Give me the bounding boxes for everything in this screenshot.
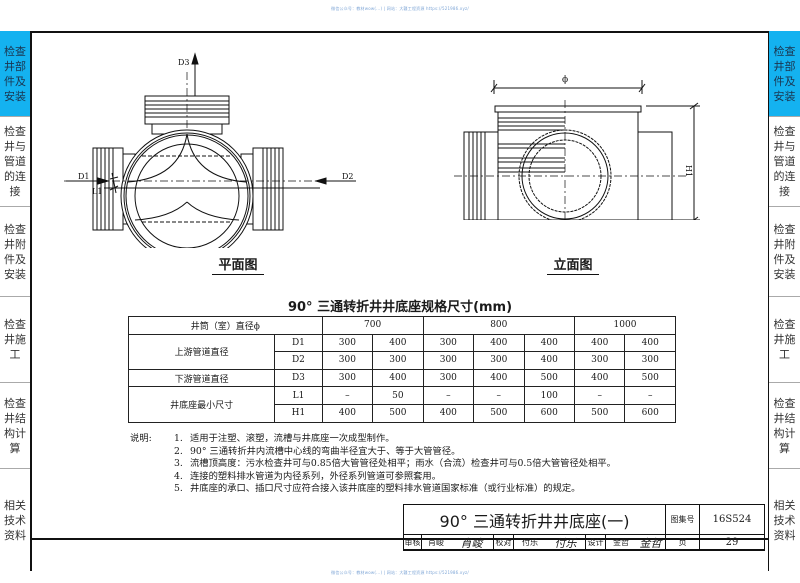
side-nav-left: 检查井部件及安装 检查井与管道的连接 检查井附件及安装 检查井施工 检查井结构计… — [0, 31, 32, 571]
review-name: 肖峻 — [428, 538, 444, 547]
plan-view-label: 平面图 — [212, 254, 264, 275]
svg-text:D1: D1 — [78, 172, 90, 181]
side-tab-accessories[interactable]: 检查井附件及安装 — [769, 207, 800, 297]
note-item: 适用于注塑、滚塑，流槽与井底座一次成型制作。 — [190, 433, 395, 444]
side-tab-components[interactable]: 检查井部件及安装 — [0, 31, 30, 117]
notes-label: 说明: — [130, 433, 152, 444]
note-item: 连接的塑料排水管道为内径系列，外径系列管道可参照套用。 — [190, 470, 442, 482]
watermark-top: 微信公众号：教材wow(...) | 网站：大疆工程资源 https://521… — [331, 6, 469, 11]
table-row: 井底座最小尺寸 L1 –50 ––100 –– — [127, 386, 676, 423]
note-item: 90° 三通转折井内流槽中心线的弯曲半径宜大于、等于大管管径。 — [190, 445, 461, 457]
elevation-view-label: 立面图 — [547, 254, 599, 275]
group-800: 800 — [422, 316, 575, 335]
review-signature: 肖峻 — [450, 535, 494, 550]
svg-text:L1: L1 — [92, 187, 102, 196]
side-tab-tech-docs[interactable]: 相关技术资料 — [4, 498, 26, 542]
design-name: 金哲 — [613, 538, 629, 547]
side-tab-components[interactable]: 检查井部件及安装 — [769, 31, 800, 117]
svg-text:H1: H1 — [684, 165, 693, 177]
notes: 说明:1.适用于注塑、滚塑，流槽与井底座一次成型制作。 2.90° 三通转折井内… — [130, 433, 616, 495]
side-tab-structure-calc[interactable]: 检查井结构计算 — [0, 383, 30, 469]
svg-text:D3: D3 — [178, 58, 190, 67]
drawing-frame — [32, 31, 768, 540]
table-header-row: 井筒（室）直径ϕ 700 800 1000 — [128, 316, 677, 335]
page-number: 29 — [725, 537, 739, 548]
side-tab-structure-calc[interactable]: 检查井结构计算 — [769, 383, 800, 469]
side-tab-accessories[interactable]: 检查井附件及安装 — [0, 207, 30, 297]
plan-view-drawing: D3 D1 L1 D2 — [60, 48, 420, 248]
side-tab-construction[interactable]: 检查井施工 — [0, 297, 30, 383]
group-700: 700 — [321, 316, 424, 335]
watermark-bottom: 微信公众号：教材wow(...) | 网站：大疆工程资源 https://521… — [331, 570, 469, 575]
drawing-title: 90° 三通转折井井底座(一) — [404, 505, 666, 535]
header-label: 井筒（室）直径ϕ — [128, 316, 323, 335]
check-signature: 付乐 — [546, 535, 586, 550]
svg-text:D2: D2 — [342, 172, 354, 181]
note-item: 流槽顶高度：污水检查井可与0.85倍大管管径处相平；雨水（合流）检查井可与0.5… — [190, 458, 616, 470]
table-title: 90° 三通转折井井底座规格尺寸(mm) — [287, 300, 513, 315]
atlas-number: 16S524 — [700, 505, 764, 535]
atlas-label: 图集号 — [666, 505, 700, 535]
side-tab-construction[interactable]: 检查井施工 — [769, 297, 800, 383]
design-label: 设计 — [586, 535, 606, 550]
note-item: 井底座的承口、插口尺寸应符合接入该井底座的塑料排水管道国家标准（或行业标准）的规… — [190, 483, 581, 495]
review-label: 审核 — [404, 535, 422, 550]
side-tab-pipe-connection[interactable]: 检查井与管道的连接 — [0, 117, 30, 207]
side-nav-right: 检查井部件及安装 检查井与管道的连接 检查井附件及安装 检查井施工 检查井结构计… — [768, 31, 800, 571]
check-name: 付乐 — [522, 538, 538, 547]
elevation-view-drawing: ϕ H1 — [450, 60, 730, 220]
design-signature: 金哲 — [636, 535, 666, 550]
group-1000: 1000 — [573, 316, 677, 335]
side-tab-pipe-connection[interactable]: 检查井与管道的连接 — [769, 117, 800, 207]
svg-text:ϕ: ϕ — [562, 75, 568, 85]
side-tab-tech-docs[interactable]: 相关技术资料 — [773, 498, 796, 542]
title-block: 90° 三通转折井井底座(一) 图集号 16S524 审核 肖峻 肖峻 校对 付… — [403, 504, 765, 551]
page-label: 页 — [666, 535, 700, 550]
check-label: 校对 — [494, 535, 514, 550]
